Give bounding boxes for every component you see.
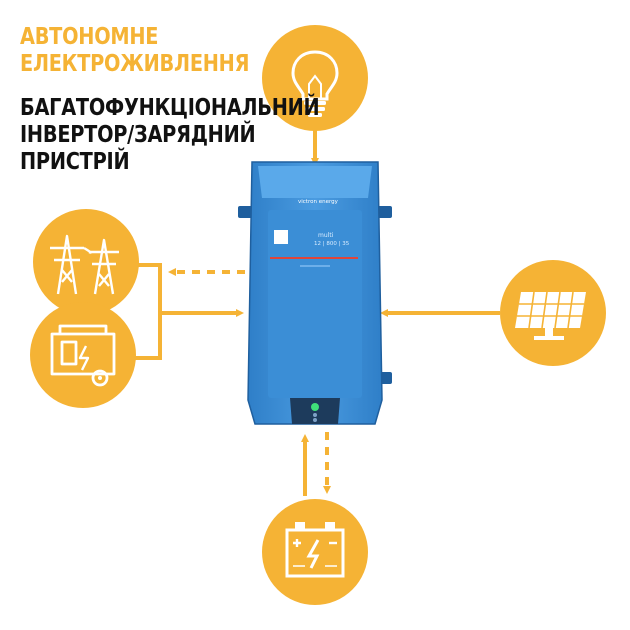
device-top-panel	[258, 166, 372, 198]
device-rating-label: 12 | 800 | 35	[314, 241, 350, 247]
inverter-device	[238, 161, 392, 425]
device-label-sticker	[274, 230, 288, 244]
solar-panel-icon	[500, 260, 606, 366]
heading-line-5: ПРИСТРІЙ	[20, 149, 130, 175]
generator-icon	[30, 302, 136, 408]
heading-line-1: АВТОНОМНЕ	[20, 24, 159, 50]
battery-icon	[262, 499, 368, 605]
connection-lines	[128, 110, 500, 496]
device-brand-label: victron energy	[298, 199, 339, 205]
power-line-tower-icon	[33, 209, 139, 315]
status-led-icon	[313, 418, 317, 422]
heading-line-3: БАГАТОФУНКЦІОНАЛЬНИЙ	[20, 95, 320, 121]
status-led-icon	[311, 403, 319, 411]
light-bulb-icon	[262, 25, 368, 131]
device-model-label: multi	[318, 232, 334, 239]
heading-line-4: ІНВЕРТОР/ЗАРЯДНИЙ	[20, 122, 256, 148]
heading-black: БАГАТОФУНКЦІОНАЛЬНИЙ ІНВЕРТОР/ЗАРЯДНИЙ П…	[20, 95, 320, 176]
heading-line-2: ЕЛЕКТРОЖИВЛЕННЯ	[20, 51, 250, 77]
heading-orange: АВТОНОМНЕ ЕЛЕКТРОЖИВЛЕННЯ	[20, 24, 249, 78]
status-led-icon	[313, 413, 317, 417]
